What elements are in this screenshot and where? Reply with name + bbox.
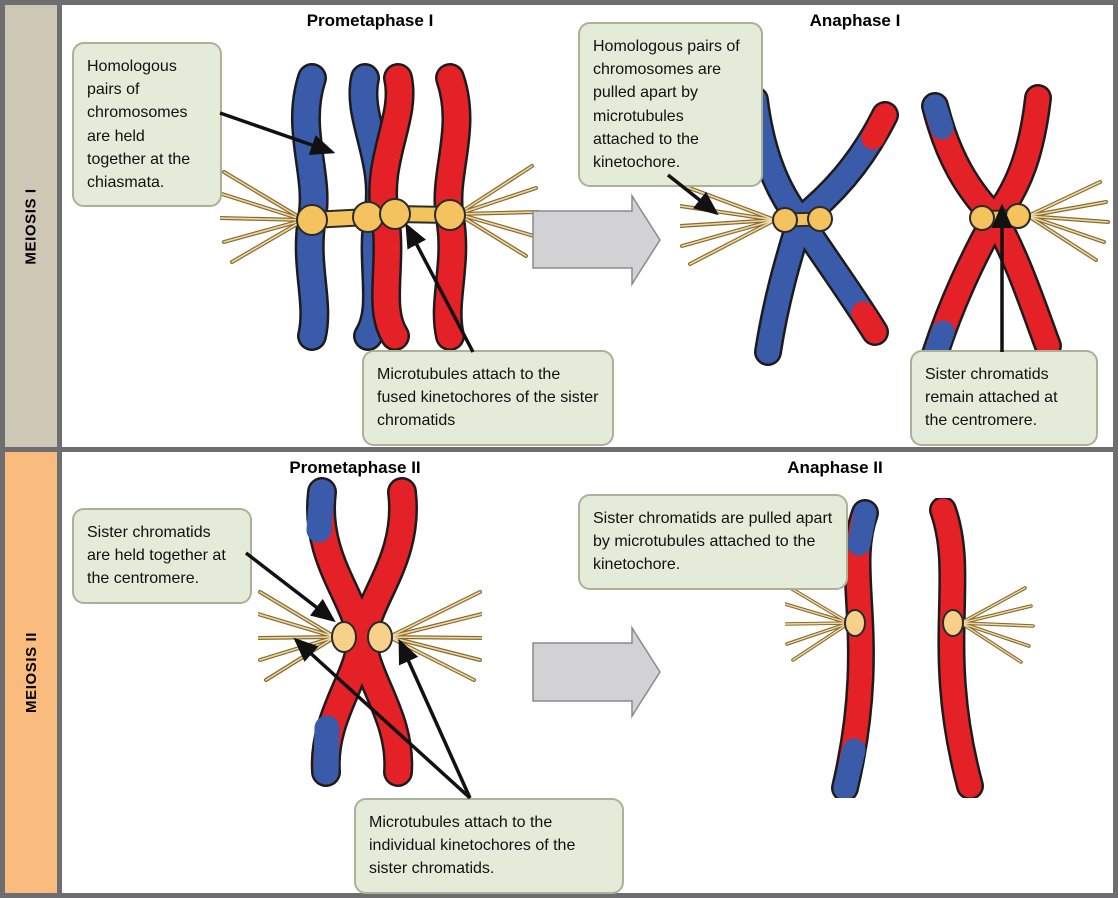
callout-centromere-2: Sister chromatids are held together at t… <box>72 508 252 604</box>
fused-kinetochore-blue <box>772 206 833 233</box>
fused-kinetochore-blue <box>296 201 384 236</box>
callout-chiasmata: Homologous pairs of chromosomes are held… <box>72 42 222 208</box>
callout-individual-kinetochores: Microtubules attach to the individual ki… <box>354 798 624 894</box>
individual-kinetochores <box>844 609 964 637</box>
anaphase2-separating-chromatids-illustration <box>785 498 1035 798</box>
sidebar-meiosis-2: MEIOSIS II <box>0 447 62 898</box>
left-chromatid <box>831 499 879 798</box>
title-anaphase-1: Anaphase I <box>809 11 901 30</box>
sidebar-meiosis-1: MEIOSIS I <box>0 0 62 452</box>
callout-pulled-apart-1: Homologous pairs of chromosomes are pull… <box>578 22 763 188</box>
microtubules-left-icon <box>220 170 306 264</box>
microtubules-left-icon <box>680 184 777 266</box>
microtubules-right-icon <box>959 586 1035 664</box>
crossover-red-tips <box>851 103 897 344</box>
title-prometaphase-2: Prometaphase II <box>289 458 421 477</box>
microtubules-left-icon <box>258 590 337 682</box>
crossover-blue-tips <box>833 501 877 798</box>
sidebar-meiosis-1-label: MEIOSIS I <box>22 187 40 265</box>
callout-fused-kinetochores: Microtubules attach to the fused kinetoc… <box>362 350 614 446</box>
title-anaphase-2: Anaphase II <box>787 458 883 477</box>
microtubules-right-icon <box>387 590 482 682</box>
anaphase1-separating-homologs-illustration <box>680 84 1110 368</box>
microtubules-right-icon <box>456 164 540 258</box>
callout-sister-attached: Sister chromatids remain attached at the… <box>910 350 1098 446</box>
right-chromatid <box>929 498 984 798</box>
title-prometaphase-1: Prometaphase I <box>306 11 434 30</box>
microtubules-right-icon <box>1026 180 1110 262</box>
prometaphase2-chromosome-illustration <box>258 477 482 787</box>
microtubules-left-icon <box>785 584 851 662</box>
prometaphase1-homologous-pair-illustration <box>220 63 540 351</box>
callout-pulled-apart-2: Sister chromatids are pulled apart by mi… <box>578 494 848 590</box>
sidebar-meiosis-2-label: MEIOSIS II <box>22 631 40 714</box>
fused-kinetochore-red <box>379 198 466 231</box>
